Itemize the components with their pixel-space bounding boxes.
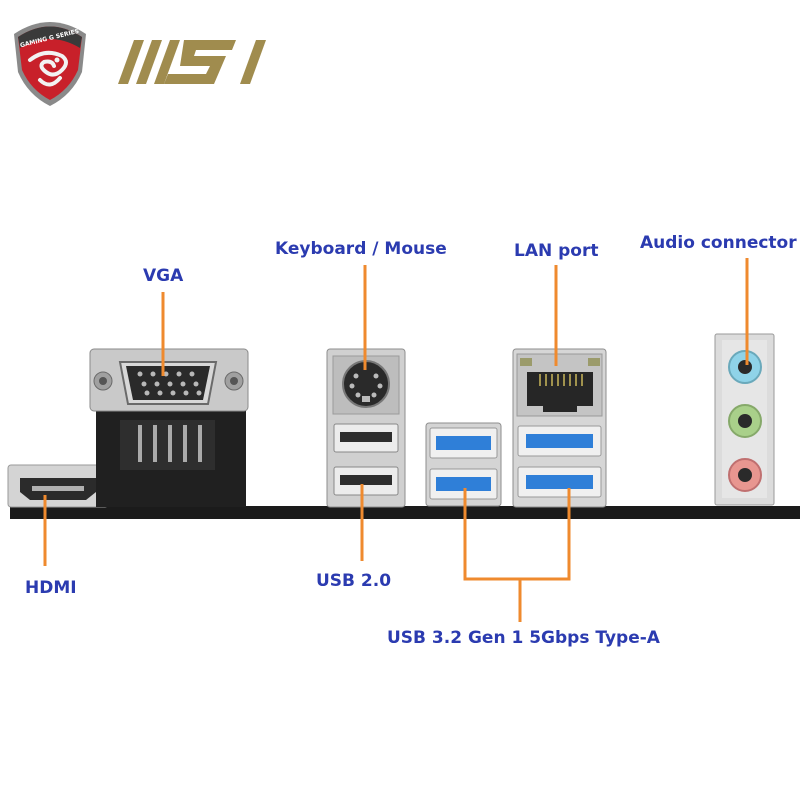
io-shield-strip	[10, 506, 800, 519]
label-usb2: USB 2.0	[316, 571, 392, 591]
lan-usb3-stack	[512, 348, 607, 508]
audio-jacks	[714, 333, 775, 506]
usb3-stack-left	[425, 422, 502, 507]
hdmi-port	[7, 464, 109, 508]
label-audio-connector: Audio connector	[640, 233, 797, 253]
label-hdmi: HDMI	[25, 578, 77, 598]
dragon-shield-icon	[14, 22, 86, 106]
label-usb3: USB 3.2 Gen 1 5Gbps Type-A	[387, 628, 660, 648]
label-keyboard-mouse: Keyboard / Mouse	[275, 239, 447, 259]
vga-port	[89, 348, 249, 507]
leader-lines	[43, 258, 749, 622]
leader-usb3	[463, 488, 571, 581]
msi-logo	[118, 40, 266, 84]
label-vga: VGA	[143, 266, 184, 286]
ps2-usb2-stack	[326, 348, 406, 508]
label-lan-port: LAN port	[514, 241, 599, 261]
